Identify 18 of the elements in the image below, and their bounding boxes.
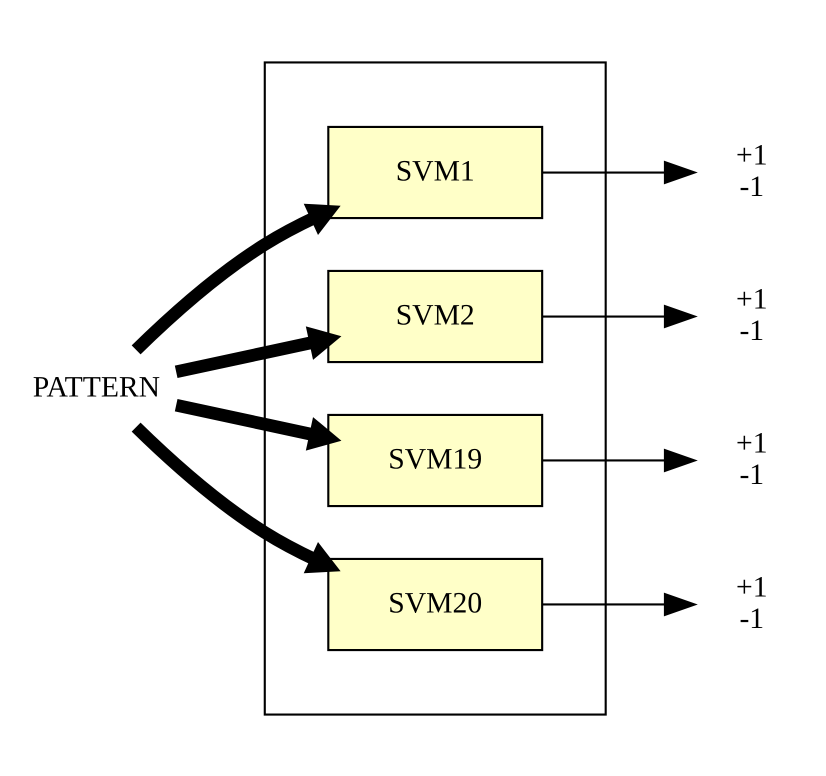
- arrow: [542, 304, 698, 328]
- node-text: PATTERN: [32, 370, 160, 403]
- arrow: [174, 326, 342, 378]
- cluster: [264, 60, 607, 716]
- node-box: SVM2: [327, 269, 544, 363]
- node-text: +1 -1: [736, 426, 768, 491]
- node-box: SVM1: [327, 125, 544, 219]
- arrow: [174, 398, 342, 450]
- arrow: [542, 592, 698, 616]
- node-text: +1 -1: [736, 138, 768, 203]
- node-box: SVM20: [327, 557, 544, 651]
- arrow: [542, 448, 698, 472]
- node-text: +1 -1: [736, 282, 768, 347]
- node-box: SVM19: [327, 413, 544, 507]
- arrow: [132, 422, 341, 573]
- arrow: [542, 160, 698, 184]
- arrow: [132, 203, 341, 354]
- node-text: +1 -1: [736, 570, 768, 635]
